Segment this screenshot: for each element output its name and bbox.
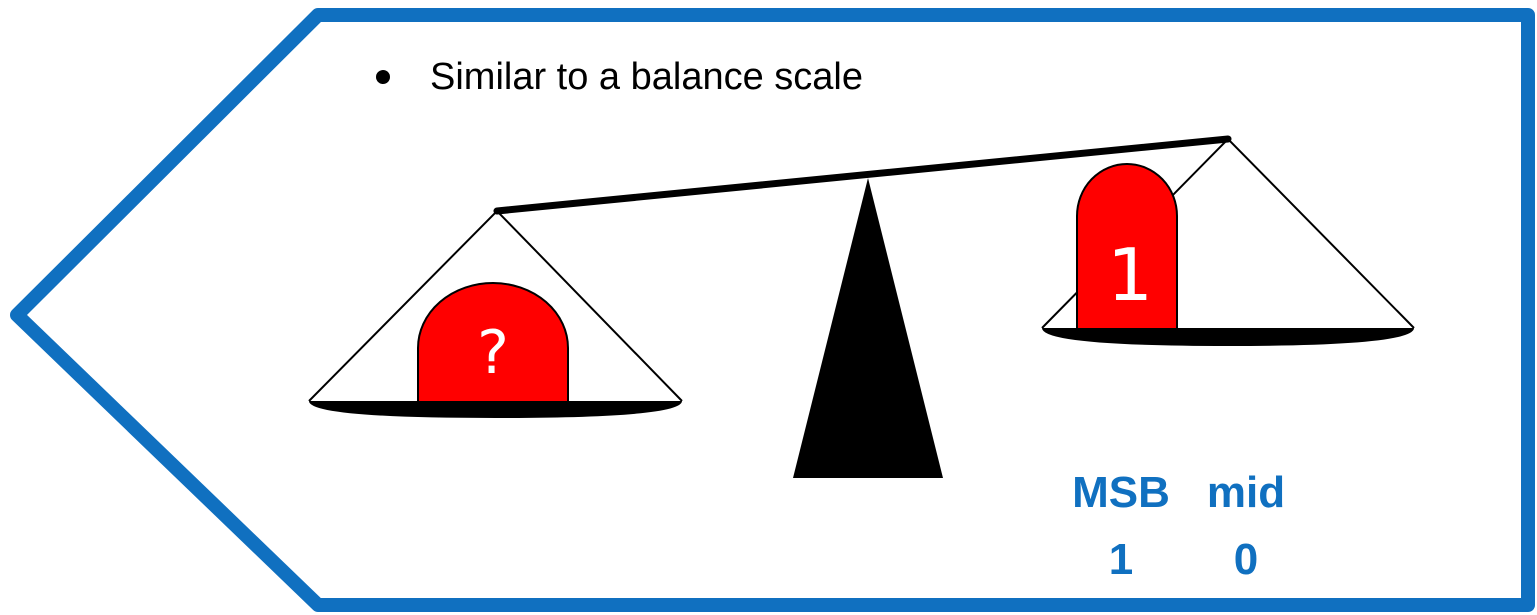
msb-header: MSB [1072, 468, 1170, 517]
left-weight-label: ? [477, 318, 509, 388]
right-weight [1076, 163, 1178, 330]
bullet-dot [376, 70, 390, 84]
mid-header: mid [1207, 468, 1285, 517]
scale-beam [493, 135, 1232, 215]
bullet-text: Similar to a balance scale [430, 56, 863, 98]
left-pan [309, 401, 682, 418]
left-pan-strings [308, 209, 683, 402]
right-weight-label: 1 [1107, 233, 1153, 317]
mid-value: 0 [1234, 535, 1258, 584]
arrow-frame [10, 8, 1535, 612]
left-weight [417, 282, 569, 403]
scale-fulcrum [793, 178, 943, 478]
right-pan [1042, 328, 1414, 346]
msb-value: 1 [1109, 535, 1133, 584]
